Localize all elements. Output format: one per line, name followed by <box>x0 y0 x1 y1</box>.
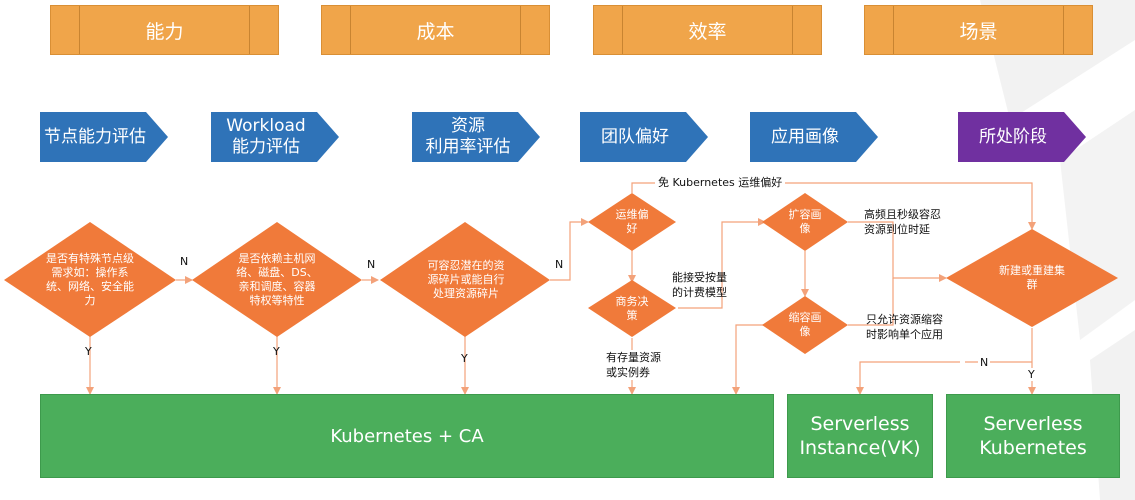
note-billing: 能接受按量 的计费模型 <box>672 270 727 300</box>
label-n-d2: N <box>367 258 376 271</box>
note-scale-up: 高频且秒级容忍 资源到位时延 <box>864 207 941 237</box>
note-stock-line2: 或实例券 <box>606 366 650 379</box>
note-stock-line1: 有存量资源 <box>606 351 661 364</box>
diamond-business-decision <box>588 280 676 337</box>
header-app-profile: 应用画像 <box>750 112 878 162</box>
note-no-k8s-ops: 免 Kubernetes 运维偏好 <box>655 175 786 190</box>
label-y-d2: Y <box>273 345 280 358</box>
label-n-d8: N <box>978 356 991 369</box>
connector-d6-d8 <box>848 221 947 282</box>
diamond-special-node <box>4 222 176 337</box>
header-resource-utilization: 资源 利用率评估 <box>412 112 540 162</box>
diamond-new-cluster <box>946 229 1118 327</box>
note-scale-down-line1: 只允许资源缩容 <box>866 313 943 326</box>
outcome-kubernetes-ca-label: Kubernetes + CA <box>330 425 484 447</box>
diamond-resource-fragment <box>380 222 550 337</box>
header-app-profile-label: 应用画像 <box>771 126 839 147</box>
note-stock: 有存量资源 或实例券 <box>606 350 661 380</box>
note-billing-line2: 的计费模型 <box>672 286 727 299</box>
label-y-d8: Y <box>1027 368 1036 381</box>
label-n-d3: N <box>555 258 564 271</box>
note-scale-up-line1: 高频且秒级容忍 <box>864 208 941 221</box>
category-efficiency-label: 效率 <box>688 20 727 43</box>
category-efficiency: 效率 <box>593 5 822 55</box>
diamond-new-cluster-label: 新建或重建集群 <box>999 264 1065 291</box>
header-node-ability: 节点能力评估 <box>40 112 168 162</box>
connector-d7-d8 <box>848 278 894 326</box>
label-y-d1: Y <box>85 345 92 358</box>
outcome-serverless-instance: Serverless Instance(VK) <box>787 394 933 478</box>
diamond-business-decision-label: 商务决策 <box>615 295 649 322</box>
outcome-vk-line1: Serverless <box>810 413 910 435</box>
header-resource-line2: 利用率评估 <box>425 137 511 157</box>
outcome-kubernetes-ca: Kubernetes + CA <box>40 394 774 478</box>
label-n-d1: N <box>180 255 189 268</box>
outcome-sk-line1: Serverless <box>983 413 1083 435</box>
note-billing-line1: 能接受按量 <box>672 271 727 284</box>
header-workload-ability: Workload 能力评估 <box>211 112 339 162</box>
outcome-sk-line2: Kubernetes <box>979 437 1087 459</box>
category-scenario-label: 场景 <box>959 20 998 43</box>
header-team-preference-label: 团队偏好 <box>601 126 669 147</box>
connector-d5-d6 <box>678 218 766 309</box>
header-stage: 所处阶段 <box>958 112 1086 162</box>
note-scale-down-line2: 时影响单个应用 <box>866 328 943 341</box>
header-node-ability-label: 节点能力评估 <box>44 126 146 147</box>
connector-d3-d4 <box>550 218 589 281</box>
category-ability-label: 能力 <box>145 20 184 43</box>
header-resource-line1: 资源 <box>451 116 485 136</box>
note-scale-up-line2: 资源到位时延 <box>864 223 930 236</box>
diamond-scale-down-label: 缩容画像 <box>788 311 822 338</box>
diamond-host-dependency <box>192 222 362 337</box>
outcome-vk-line2: Instance(VK) <box>799 437 921 459</box>
diamond-ops-preference <box>588 193 676 251</box>
outcome-serverless-kubernetes: Serverless Kubernetes <box>946 394 1120 478</box>
connector-d8-vk <box>856 361 960 395</box>
category-cost: 成本 <box>321 5 550 55</box>
diamond-scale-up-label: 扩容画像 <box>788 208 822 235</box>
header-stage-label: 所处阶段 <box>979 126 1047 147</box>
header-workload-line2: 能力评估 <box>232 137 300 157</box>
diamond-scale-down <box>762 296 848 354</box>
category-ability: 能力 <box>50 5 279 55</box>
diamond-resource-fragment-label: 可容忍潜在的资源碎片或能自行处理资源碎片 <box>427 259 505 300</box>
diamond-scale-up <box>762 193 848 251</box>
header-team-preference: 团队偏好 <box>580 112 708 162</box>
diamond-special-node-label: 是否有特殊节点级需求如：操作系统、网络、安全能力 <box>46 252 134 307</box>
category-scenario: 场景 <box>864 5 1093 55</box>
connector-d4-d8 <box>631 182 1036 230</box>
category-cost-label: 成本 <box>416 20 455 43</box>
connector-d7-k8s <box>732 324 765 395</box>
note-scale-down: 只允许资源缩容 时影响单个应用 <box>866 312 943 342</box>
label-y-d3: Y <box>461 352 468 365</box>
diamond-ops-preference-label: 运维偏好 <box>615 208 649 235</box>
diamond-host-dependency-label: 是否依赖主机网络、磁盘、DS、亲和调度、容器特权等特性 <box>236 252 318 307</box>
header-workload-line1: Workload <box>226 116 306 136</box>
